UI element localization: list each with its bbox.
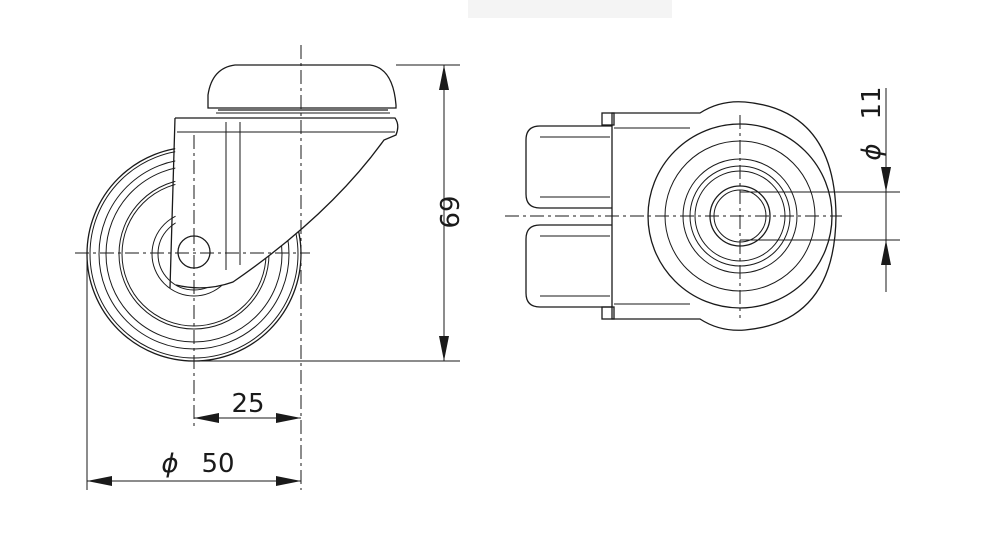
offset-label: 25 (231, 389, 264, 419)
top-plate (207, 64, 397, 114)
top-strip (468, 0, 672, 18)
wheel-diameter-dimension: ϕ 50 (87, 449, 301, 486)
top-view (505, 101, 900, 331)
height-dimension: 69 (433, 65, 463, 361)
bolt-diameter-label: 11 (857, 86, 887, 119)
side-view (75, 45, 460, 490)
bolt-diameter-symbol: ϕ (857, 143, 887, 160)
height-label: 69 (433, 195, 463, 228)
bracket (169, 117, 399, 289)
diameter-symbol: ϕ (161, 449, 178, 479)
offset-dimension: 25 (194, 389, 301, 423)
bolt-diameter-dimension: ϕ 11 (857, 86, 891, 292)
wheel-diameter-label: 50 (201, 449, 234, 479)
